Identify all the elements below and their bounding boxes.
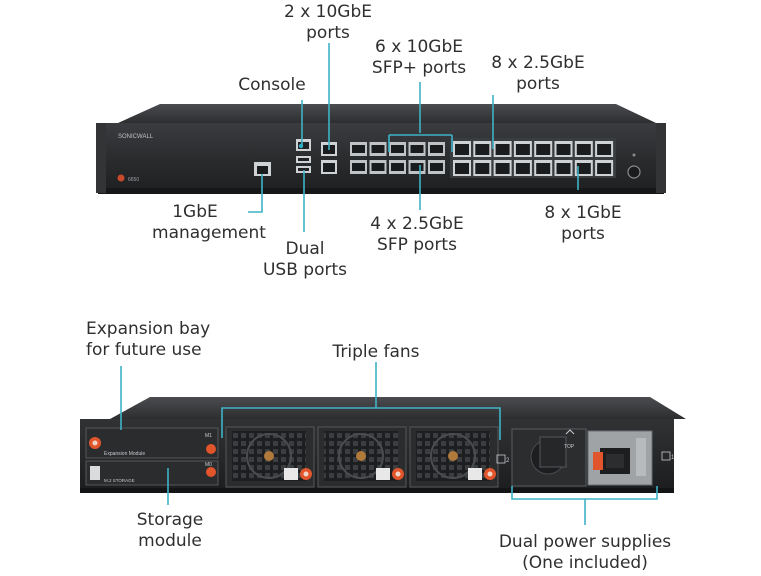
rj45-port [473, 160, 492, 176]
rj45-port [473, 141, 492, 157]
slot-m0-text: M0 [205, 462, 212, 468]
fan-module [225, 426, 315, 488]
storage-slot: M.2 STORAGE M0 [85, 460, 219, 486]
rj45-block [450, 138, 616, 178]
expansion-module: Expansion Module M1 [85, 427, 219, 459]
logo-mark [117, 174, 125, 182]
label-1gbe-mgmt-line2: management [152, 223, 266, 243]
rack-ear-right [656, 123, 666, 193]
brand-text: SONICWALL [118, 134, 154, 140]
rj45-port [574, 141, 593, 157]
label-4x2-5gbe-sfp: 4 x 2.5GbE SFP ports [352, 214, 482, 256]
mgmt-port [254, 162, 271, 176]
front-panel: SONICWALL 6650 [96, 104, 666, 194]
sfp-cages [350, 142, 445, 174]
rj45-port [513, 160, 532, 176]
callout-mgmt [248, 174, 263, 213]
label-expansion-line1: Expansion bay [86, 319, 211, 339]
sfp-cage [369, 142, 387, 156]
rj45-port [453, 141, 471, 157]
psu-number-text: 1 [671, 455, 675, 461]
fan-number-text: 2 [506, 458, 510, 464]
label-dual-usb-line2: USB ports [262, 260, 347, 280]
callout-fans-bracket [221, 407, 501, 440]
label-8x2-5gbe-line2: ports [516, 74, 560, 94]
label-2x10gbe-line1: 2 x 10GbE [283, 2, 373, 22]
label-storage-line1: Storage [136, 510, 204, 530]
sfp-cage [350, 160, 367, 174]
rack-ear-left [96, 123, 106, 193]
rj45-port [574, 160, 593, 176]
psu-installed: 1 [587, 430, 675, 486]
front-bottom-edge [98, 188, 664, 194]
label-6x10gbe-line1: 6 x 10GbE [374, 37, 464, 57]
label-6x10gbe-sfp: 6 x 10GbE SFP+ ports [356, 37, 482, 79]
label-8x1gbe: 8 x 1GbE ports [528, 203, 638, 245]
psu-top-text: TOP [564, 444, 575, 450]
label-4x2-5gbe-line1: 4 x 2.5GbE [370, 214, 464, 234]
rear-panel: Expansion Module M1 M.2 STORAGE M0 2 [80, 397, 686, 493]
label-dual-usb: Dual USB ports [250, 239, 360, 281]
label-expansion-line2: for future use [86, 340, 202, 360]
label-8x2-5gbe-line1: 8 x 2.5GbE [491, 53, 585, 73]
label-6x10gbe-line2: SFP+ ports [371, 58, 467, 78]
rear-callouts [120, 362, 658, 525]
label-dual-usb-line1: Dual [285, 239, 325, 259]
label-storage-module: Storage module [118, 510, 222, 552]
sfp-cage [428, 160, 445, 174]
sfp-cage [408, 142, 426, 156]
label-4x2-5gbe-line2: SFP ports [377, 235, 457, 255]
fan-module [317, 426, 407, 488]
label-console-line1: Console [238, 75, 306, 95]
label-2x10gbe-ports: 2 x 10GbE ports [268, 2, 388, 44]
fan-number-box [496, 454, 506, 464]
usb-ports [296, 156, 311, 173]
status-led [632, 153, 636, 157]
power-button [627, 165, 641, 179]
sfp-cage [389, 160, 406, 174]
label-1gbe-mgmt-line1: 1GbE [172, 202, 218, 222]
label-8x1gbe-line2: ports [561, 224, 605, 244]
sfp-cage [408, 160, 426, 174]
label-triple-fans: Triple fans [306, 342, 446, 363]
slot-m1-text: M1 [205, 433, 212, 439]
rj45-port [554, 141, 573, 157]
rj45-port [554, 160, 573, 176]
storage-slot-text: M.2 STORAGE [104, 478, 135, 483]
rj45-port [534, 141, 553, 157]
rj45-port [534, 160, 553, 176]
label-8x1gbe-line1: 8 x 1GbE [544, 203, 622, 223]
sfp-cage [428, 142, 445, 156]
console-port [296, 139, 311, 151]
rear-bottom-edge [80, 488, 674, 493]
rj45-port [513, 141, 532, 157]
sfp-cage [369, 160, 387, 174]
rj45-port [493, 160, 512, 176]
fan-module [409, 426, 499, 488]
fan-modules [225, 426, 499, 488]
label-expansion-bay: Expansion bay for future use [86, 319, 236, 361]
rj45-port [595, 141, 614, 157]
front-callouts [248, 43, 579, 232]
front-top-surface [118, 104, 656, 123]
label-dual-power-line1: Dual power supplies [498, 532, 672, 552]
label-triple-fans-line1: Triple fans [332, 342, 420, 362]
label-dual-power-line2: (One included) [522, 553, 648, 573]
label-1gbe-mgmt: 1GbE management [144, 202, 274, 244]
label-8x2-5gbe: 8 x 2.5GbE ports [472, 53, 604, 95]
label-console: Console [224, 75, 320, 96]
sfp-cage [389, 142, 406, 156]
expansion-module-text: Expansion Module [104, 451, 145, 457]
label-dual-power: Dual power supplies (One included) [484, 532, 686, 574]
psu-blank: TOP [511, 428, 587, 487]
rj45-port [493, 141, 512, 157]
model-text: 6650 [128, 177, 139, 183]
rj45-port [595, 160, 614, 176]
sfp-cage [350, 142, 367, 156]
rj45-port [453, 160, 471, 176]
label-storage-line2: module [138, 531, 202, 551]
label-2x10gbe-line2: ports [306, 23, 350, 43]
